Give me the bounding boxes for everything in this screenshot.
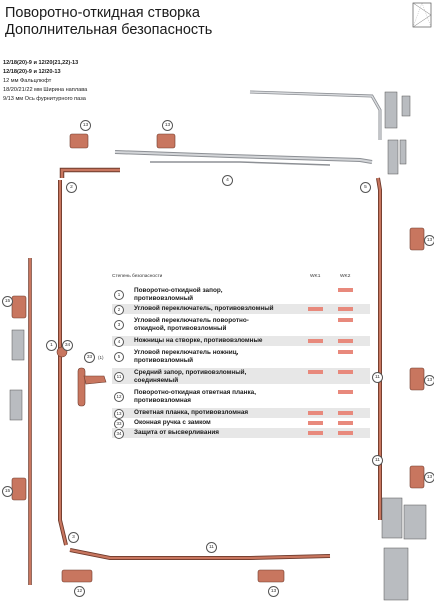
- legend-row-number: 4: [114, 336, 124, 347]
- legend-mark-wk2: [338, 370, 353, 374]
- legend-row-label: Угловой переключатель, противовзломный: [134, 305, 274, 312]
- callout-34: 34: [62, 340, 73, 351]
- callout-13-top-mid: 13: [162, 120, 173, 131]
- leaf-frame-rails: [28, 90, 382, 585]
- legend-row-number: 13: [114, 408, 124, 419]
- legend-mark-wk1: [308, 431, 323, 435]
- tilt-turn-window-icon: [412, 2, 432, 28]
- callout-13-bottom: 13: [268, 586, 279, 597]
- legend-mark-wk2: [338, 288, 353, 292]
- spec-line-4: 18/20/21/22 мм Ширина наплава: [3, 87, 88, 93]
- callout-11-right-mid: 11: [372, 372, 383, 383]
- callout-13-right-low: 13: [424, 472, 434, 483]
- legend-row-number: 1: [114, 289, 124, 300]
- legend-row-number: 12: [114, 391, 124, 402]
- callout-3: 3: [68, 532, 79, 543]
- legend-mark-wk1: [308, 421, 323, 425]
- legend-row: 13 Ответная планка, противовзломная: [112, 408, 370, 419]
- legend-row-label: Защита от высверливания: [134, 429, 219, 436]
- legend-row-label: Угловой переключатель поворотно- откидно…: [134, 317, 249, 332]
- callout-15-left-top: 15: [2, 296, 13, 307]
- legend-mark-wk2: [338, 390, 353, 394]
- callout-33: 33: [84, 352, 95, 363]
- callout-11-bottom: 11: [206, 542, 217, 553]
- callout-11-right-low: 11: [372, 455, 383, 466]
- legend-col-wk2: WK2: [340, 274, 351, 279]
- legend-mark-wk2: [338, 339, 353, 343]
- legend-row-number: 34: [114, 428, 124, 439]
- legend-mark-wk1: [308, 411, 323, 415]
- callout-15-left-low: 15: [2, 486, 13, 497]
- legend-row: 34 Защита от высверливания: [112, 428, 370, 439]
- spec-line-3: 12 мм Фальцлюфт: [3, 78, 52, 84]
- title-line-2: Дополнительная безопасность: [5, 22, 213, 38]
- legend-mark-wk2: [338, 421, 353, 425]
- callout-1: 1: [46, 340, 57, 351]
- legend-row-label: Угловой переключатель ножниц, противовзл…: [134, 349, 239, 364]
- legend-row: 3 Угловой переключатель поворотно- откидн…: [112, 316, 370, 332]
- legend-mark-wk1: [308, 370, 323, 374]
- legend-row: 4 Ножницы на створке, противовзломные: [112, 336, 370, 347]
- door-handle: [56, 346, 107, 407]
- callout-5: 5: [360, 182, 371, 193]
- legend-row-label: Оконная ручка с замком: [134, 419, 211, 426]
- legend-row: 2 Угловой переключатель, противовзломный: [112, 304, 370, 315]
- legend-row-label: Средний запор, противовзломный, соединяе…: [134, 369, 247, 384]
- legend-row-number: 11: [114, 371, 124, 382]
- spec-line-5: 9/13 мм Ось фурнитурного паза: [3, 96, 86, 102]
- legend-mark-wk2: [338, 431, 353, 435]
- legend-mark-wk2: [338, 307, 353, 311]
- legend-mark-wk2: [338, 350, 353, 354]
- callout-4: 4: [222, 175, 233, 186]
- legend-col-wk1: WK1: [310, 274, 321, 279]
- legend-mark-wk1: [308, 307, 323, 311]
- callout-13-right-top: 13: [424, 235, 434, 246]
- striker-plates: [11, 133, 425, 583]
- legend-row-label: Ножницы на створке, противовзломные: [134, 337, 263, 344]
- callout-12: 12: [74, 586, 85, 597]
- callout-2: 2: [66, 182, 77, 193]
- legend-row-label: Поворотно-откидная ответная планка, прот…: [134, 389, 256, 404]
- callout-13-top-left: 13: [80, 120, 91, 131]
- legend-row: 1 Поворотно-откидной запор, противовзломн…: [112, 286, 370, 302]
- spec-line-2: 12/18(20)-9 и 12/20-13: [3, 69, 61, 75]
- legend-row-label: Поворотно-откидной запор, противовзломны…: [134, 287, 223, 302]
- legend-row: 5 Угловой переключатель ножниц, противовз…: [112, 348, 370, 364]
- legend-mark-wk2: [338, 411, 353, 415]
- callout-13-right-mid: 13: [424, 375, 434, 386]
- legend-row-number: 3: [114, 319, 124, 330]
- legend-row-number: 2: [114, 304, 124, 315]
- title-line-1: Поворотно-откидная створка: [5, 5, 200, 21]
- legend-row-number: 33: [114, 418, 124, 429]
- legend-row-label: Ответная планка, противовзломная: [134, 409, 249, 416]
- legend-mark-wk2: [338, 318, 353, 322]
- legend-row: 11 Средний запор, противовзломный, соедин…: [112, 368, 370, 384]
- handle-note: (1): [98, 355, 104, 360]
- legend-row: 33 Оконная ручка с замком: [112, 418, 370, 429]
- corner-bearings: [9, 91, 427, 601]
- legend-mark-wk1: [308, 339, 323, 343]
- legend-heading: Степень безопасности: [112, 274, 163, 279]
- spec-line-1: 12/18(20)-9 и 12/20(21,22)-13: [3, 60, 79, 66]
- legend-row-number: 5: [114, 351, 124, 362]
- legend-row: 12 Поворотно-откидная ответная планка, пр…: [112, 388, 370, 404]
